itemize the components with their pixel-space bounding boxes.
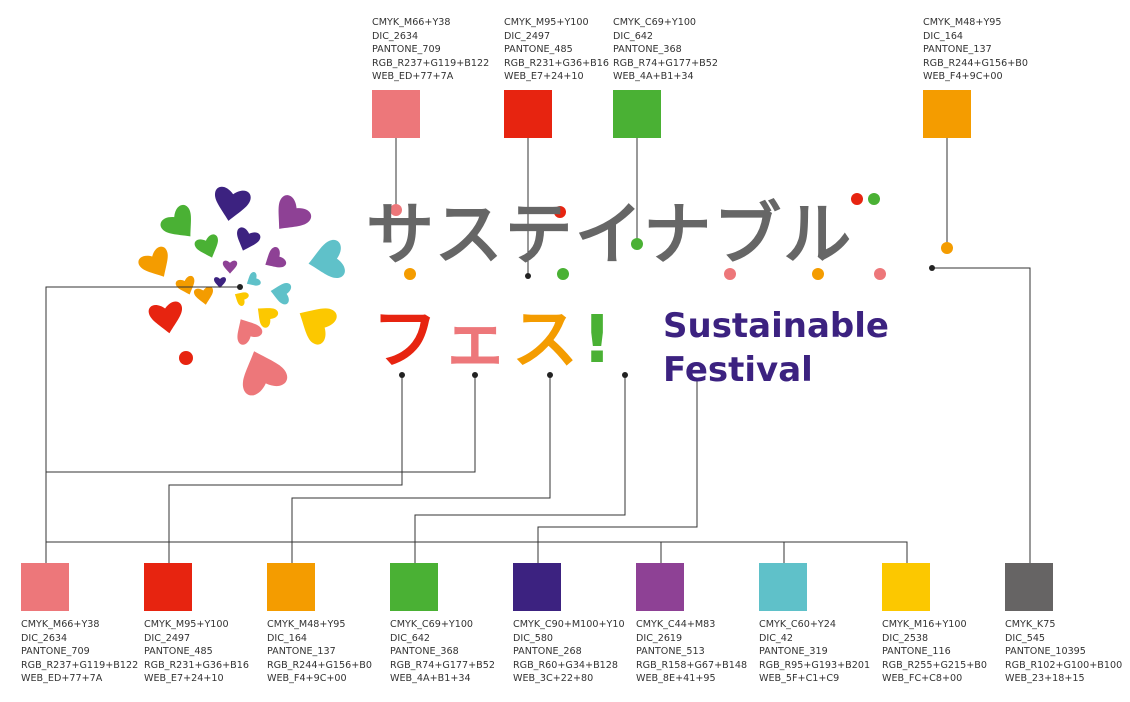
heart-shape (242, 351, 288, 396)
connector-line (537, 380, 698, 563)
accent-dot (390, 204, 402, 216)
emblem-dot (179, 351, 193, 365)
heart-shape (246, 272, 261, 286)
heart-shape (270, 282, 292, 305)
anchor-dot (399, 372, 405, 378)
jp-char-su: ス (512, 301, 582, 378)
bottom-swatch-navy (513, 563, 561, 611)
accent-dot (724, 268, 736, 280)
bottom-swatch-gray (1005, 563, 1053, 611)
connector-line (414, 375, 626, 563)
heart-shape (257, 308, 279, 328)
bottom-swatch-cyan (759, 563, 807, 611)
heart-emblem-logo (138, 186, 345, 396)
anchor-dot (237, 284, 243, 290)
heart-shape (148, 301, 183, 334)
heart-shape (237, 319, 263, 345)
heart-shape (265, 247, 287, 268)
anchor-dot (525, 273, 531, 279)
heart-shape (234, 292, 249, 306)
bottom-swatch-yellow (882, 563, 930, 611)
accent-dot (941, 242, 953, 254)
connector-line (932, 267, 1031, 563)
connector-line (45, 286, 240, 563)
heart-shape (175, 275, 195, 295)
accent-dot (554, 206, 566, 218)
bottom-swatch-purple (636, 563, 684, 611)
jp-char-fu: フ (372, 301, 442, 378)
heart-shape (160, 204, 191, 237)
heart-shape (299, 308, 337, 345)
heart-shape (214, 277, 226, 288)
bottom-swatch-orange (267, 563, 315, 611)
top-swatch-orange (923, 90, 971, 138)
accent-dot (874, 268, 886, 280)
heart-shape (214, 186, 251, 221)
accent-dot (404, 268, 416, 280)
accent-dot (851, 193, 863, 205)
heart-shape (138, 246, 168, 277)
heart-shape (193, 286, 214, 305)
jp-char-e: ェ (442, 301, 512, 378)
logo-title-jp-line1: サステイナブル (366, 196, 854, 275)
accent-dot (557, 268, 569, 280)
top-swatch-green (613, 90, 661, 138)
anchor-dot (472, 372, 478, 378)
top-swatch-red (504, 90, 552, 138)
heart-shape (278, 195, 312, 229)
top-swatch-pink (372, 90, 420, 138)
anchor-dot (622, 372, 628, 378)
heart-shape (308, 239, 345, 279)
jp-char-exclaim: ! (582, 301, 617, 378)
heart-shape (237, 227, 261, 251)
bottom-swatch-pink (21, 563, 69, 611)
logo-title-jp-line2: フェス! (372, 300, 616, 380)
connector-line (46, 375, 476, 473)
anchor-dot (547, 372, 553, 378)
heart-shape (194, 234, 218, 258)
anchor-dot (929, 265, 935, 271)
bottom-swatch-red (144, 563, 192, 611)
heart-shape (222, 260, 238, 274)
accent-dot (868, 193, 880, 205)
accent-dot (812, 268, 824, 280)
bottom-swatch-green (390, 563, 438, 611)
logo-title-en-line1: Sustainable (663, 306, 889, 346)
connector-line (46, 541, 908, 563)
connector-line (291, 375, 551, 563)
accent-dot (631, 238, 643, 250)
connector-line (168, 375, 403, 563)
logo-title-en-line2: Festival (663, 350, 813, 390)
